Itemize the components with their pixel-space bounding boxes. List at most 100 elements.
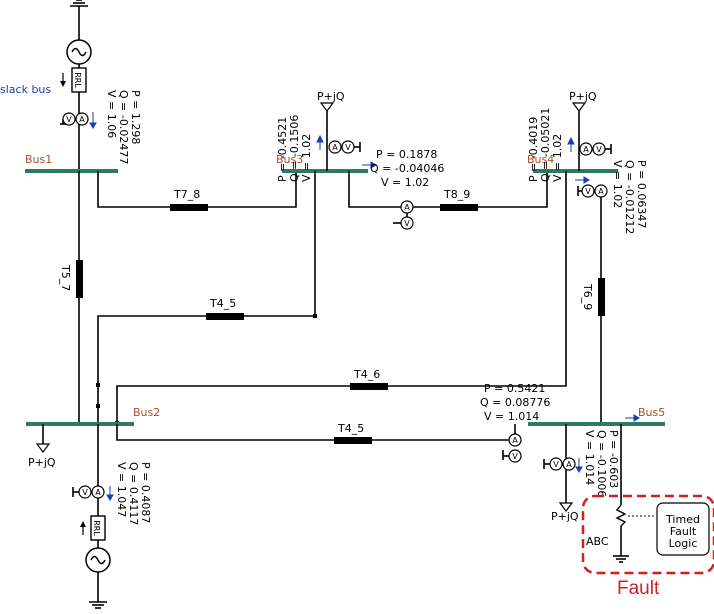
svg-text:P = -0.603: P = -0.603 — [607, 430, 620, 488]
svg-text:A: A — [332, 143, 338, 152]
svg-text:Logic: Logic — [669, 537, 698, 550]
t4-5-upper-label: T4_5 — [209, 297, 236, 310]
svg-text:RRL: RRL — [92, 520, 101, 536]
gen2-arrow — [80, 521, 86, 535]
svg-text:V: V — [585, 187, 591, 196]
svg-text:A: A — [79, 115, 85, 124]
svg-text:Q = 0.08776: Q = 0.08776 — [480, 396, 550, 409]
svg-text:V = 1.02: V = 1.02 — [551, 134, 564, 182]
svg-text:P = -0.4019: P = -0.4019 — [527, 117, 540, 182]
bus3-measurements: P = -0.4521 Q = -0.1506 V = 1.02 — [276, 115, 313, 182]
svg-text:A: A — [512, 436, 518, 445]
svg-text:V: V — [404, 219, 410, 228]
t4-5-lower-label: T4_5 — [337, 422, 364, 435]
svg-text:Q = -0.05021: Q = -0.05021 — [539, 108, 552, 182]
svg-text:V: V — [512, 452, 518, 461]
gen2-meter: V A — [72, 485, 114, 501]
bus5-load-label: P+jQ — [551, 510, 579, 523]
line-t8-9[interactable]: A V — [348, 171, 548, 230]
svg-text:P = 1.298: P = 1.298 — [129, 90, 142, 144]
line4-6-measurements: P = 0.5421 Q = 0.08776 V = 1.014 — [480, 382, 550, 423]
bus1-label: Bus1 — [25, 153, 52, 166]
bus5-arrow — [625, 414, 640, 422]
transformer-t4-5-lower — [334, 437, 372, 444]
svg-text:Q = -0.01212: Q = -0.01212 — [623, 160, 636, 234]
t8-9-label: T8_9 — [443, 188, 470, 201]
svg-text:A: A — [583, 145, 589, 154]
abc-label: ABC — [586, 535, 609, 548]
bus2-load-label: P+jQ — [28, 456, 56, 469]
svg-text:A: A — [566, 460, 572, 469]
bus5-label: Bus5 — [638, 406, 665, 419]
line-t4-5-upper[interactable] — [96, 171, 317, 424]
svg-text:P = 0.1878: P = 0.1878 — [376, 148, 437, 161]
svg-text:V = 1.06: V = 1.06 — [105, 90, 118, 138]
fault-branch[interactable] — [613, 424, 655, 563]
bus5-load: P+jQ V A — [543, 424, 583, 523]
slack-bus-label: slack bus — [0, 83, 51, 96]
bus4-load-label: P+jQ — [569, 90, 597, 103]
svg-text:A: A — [598, 187, 604, 196]
t6-9-label: T6_9 — [581, 283, 594, 310]
transformer-t4-6 — [350, 383, 388, 390]
bus5-measurements: V = 1.014 Q = -0.1006 P = -0.603 — [583, 430, 620, 497]
line-t6-9[interactable] — [598, 197, 605, 424]
svg-text:V = 1.02: V = 1.02 — [381, 176, 429, 189]
bus4-label: Bus4 — [527, 153, 554, 166]
svg-text:V = 1.02: V = 1.02 — [300, 134, 313, 182]
bus3-load: P+jQ A V — [316, 90, 361, 171]
svg-text:V: V — [66, 115, 72, 124]
slack-bus-arrow — [60, 73, 66, 87]
t7-8-label: T7_8 — [173, 188, 200, 201]
svg-text:V = 1.02: V = 1.02 — [611, 160, 624, 208]
svg-text:P = 0.5421: P = 0.5421 — [484, 382, 545, 395]
rrl-label: RRL — [73, 72, 82, 88]
line8-9-arrow — [362, 161, 377, 169]
svg-text:A: A — [95, 488, 101, 497]
gen1-meter: V A — [60, 112, 97, 129]
svg-text:P = 0.06347: P = 0.06347 — [635, 160, 648, 228]
bus4-side-measurements: V = 1.02 Q = -0.01212 P = 0.06347 — [611, 160, 648, 234]
transformer-t4-5-upper — [206, 313, 244, 320]
svg-text:V = 1.014: V = 1.014 — [484, 410, 539, 423]
svg-text:V: V — [82, 488, 88, 497]
svg-text:Q = -0.1006: Q = -0.1006 — [595, 430, 608, 497]
bus4-side-meter: V A — [575, 176, 608, 198]
svg-text:V = 1.047: V = 1.047 — [115, 462, 128, 517]
svg-text:Q = 0.4117: Q = 0.4117 — [127, 462, 140, 525]
svg-text:A: A — [404, 203, 410, 212]
timed-fault-logic[interactable]: Timed Fault Logic — [656, 502, 710, 556]
svg-text:Q = -0.04046: Q = -0.04046 — [370, 162, 444, 175]
transformer-t5-7 — [76, 260, 83, 298]
transformer-t7-8 — [170, 204, 208, 211]
svg-text:P = -0.4521: P = -0.4521 — [276, 117, 289, 182]
svg-text:Fault: Fault — [670, 525, 697, 538]
bus4-load: P+jQ A V — [567, 90, 612, 171]
line8-9-measurements: P = 0.1878 Q = -0.04046 V = 1.02 — [370, 148, 444, 189]
line-t4-5-lower[interactable]: A V — [116, 424, 522, 463]
svg-text:V = 1.014: V = 1.014 — [583, 430, 596, 485]
generator-2[interactable]: RRL — [85, 424, 111, 609]
svg-text:P = 0.4087: P = 0.4087 — [139, 462, 152, 523]
svg-text:Q = -0.02477: Q = -0.02477 — [117, 90, 130, 164]
bus2-load: P+jQ — [28, 424, 56, 469]
line-t7-8[interactable] — [97, 171, 297, 211]
t5-7-label: T5_7 — [59, 264, 72, 291]
gen1-measurements: V = 1.06 Q = -0.02477 P = 1.298 — [105, 90, 142, 164]
svg-text:V: V — [345, 143, 351, 152]
svg-text:V: V — [596, 145, 602, 154]
transformer-t8-9 — [440, 204, 478, 211]
bus2-label: Bus2 — [133, 406, 160, 419]
fault-label: Fault — [617, 578, 660, 599]
bus3-label: Bus3 — [276, 153, 303, 166]
line-t5-7[interactable] — [76, 171, 83, 424]
bus4-measurements: P = -0.4019 Q = -0.05021 V = 1.02 — [527, 108, 564, 182]
gen2-measurements: V = 1.047 Q = 0.4117 P = 0.4087 — [115, 462, 152, 525]
svg-text:V: V — [553, 460, 559, 469]
transformer-t6-9 — [598, 278, 605, 316]
generator-1[interactable]: RRL — [66, 0, 92, 171]
t4-6-label: T4_6 — [353, 368, 380, 381]
svg-text:Timed: Timed — [665, 513, 700, 526]
bus3-load-label: P+jQ — [317, 90, 345, 103]
